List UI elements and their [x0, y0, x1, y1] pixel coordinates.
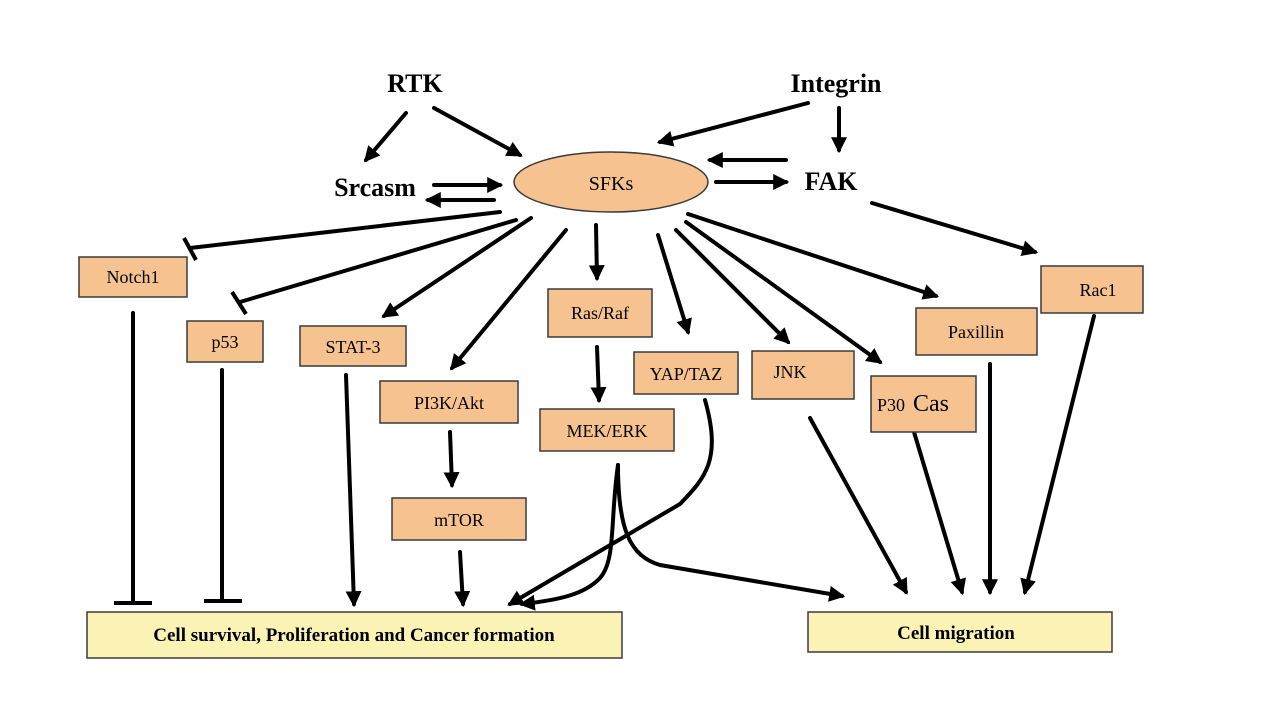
mek-erk-node: MEK/ERK: [539, 408, 675, 452]
yap-taz-label: YAP/TAZ: [650, 364, 723, 384]
arrow-p30cas-migration: [912, 430, 966, 596]
arrow-pi3k-mtor: [443, 430, 460, 489]
arrow-sfks-stat3: [381, 216, 533, 318]
mtor-label: mTOR: [434, 510, 484, 530]
notch1-label: Notch1: [107, 267, 160, 287]
sfks-label: SFKs: [589, 173, 634, 195]
arrow-rac1-migration: [1020, 314, 1096, 596]
survival-outcome-box: Cell survival, Proliferation and Cancer …: [86, 611, 623, 659]
arrow-integrin-sfks: [656, 101, 810, 147]
arrow-sfks-p30cas: [684, 220, 883, 364]
arrow-rasraf-mekerk: [590, 345, 607, 404]
arrow-mekerk-migration: [616, 463, 846, 602]
p30-text: P30: [877, 395, 905, 415]
stat3-node: STAT-3: [299, 325, 407, 367]
arrow-mekerk-survival: [518, 463, 620, 611]
paxillin-node: Paxillin: [915, 307, 1038, 356]
cas-text: Cas: [913, 391, 949, 417]
migration-outcome-box: Cell migration: [807, 611, 1113, 653]
arrow-rtk-srcasm: [363, 111, 408, 163]
pi3k-akt-label: PI3K/Akt: [414, 393, 484, 413]
edges: [344, 101, 1096, 611]
mek-erk-label: MEK/ERK: [567, 421, 648, 441]
arrow-fak-rac1: [870, 201, 1039, 256]
p53-node: p53: [186, 320, 264, 363]
jnk-label: JNK: [773, 362, 806, 382]
arrow-rtk-sfks: [432, 106, 523, 157]
inhibit-sfks-notch1-line: [188, 210, 502, 250]
arrow-yaptaz-survival: [507, 398, 714, 606]
paxillin-label: Paxillin: [948, 322, 1004, 342]
arrow-mtor-survival: [454, 550, 471, 608]
arrow-jnk-migration: [808, 416, 908, 595]
p30-cas-node: P30 Cas: [870, 375, 977, 433]
jnk-node: JNK: [751, 350, 855, 400]
inhibit-sfks-p53-bar: [230, 290, 248, 316]
srcasm-label: Srcasm: [334, 173, 416, 202]
fak-label: FAK: [805, 167, 859, 196]
notch1-node: Notch1: [78, 256, 188, 298]
ras-raf-label: Ras/Raf: [571, 303, 629, 323]
inhibit-sfks-p53-line: [238, 218, 518, 304]
arrow-sfks-pi3k: [449, 228, 568, 371]
rac1-node: Rac1: [1040, 265, 1144, 314]
pi3k-akt-node: PI3K/Akt: [379, 380, 519, 424]
mtor-node: mTOR: [391, 497, 527, 541]
inhibition-edges: [114, 210, 518, 605]
migration-outcome-label: Cell migration: [897, 623, 1015, 644]
arrow-sfks-paxillin: [686, 212, 940, 300]
rac1-label: Rac1: [1080, 280, 1117, 300]
arrow-sfks-yaptaz: [656, 233, 692, 336]
survival-outcome-label: Cell survival, Proliferation and Cancer …: [153, 625, 555, 646]
p30-cas-label: P30 Cas: [877, 391, 949, 417]
arrow-sfks-jnk: [674, 228, 791, 345]
yap-taz-node: YAP/TAZ: [633, 351, 739, 395]
p53-label: p53: [212, 332, 239, 352]
stat3-label: STAT-3: [326, 337, 381, 357]
arrow-stat3-survival: [344, 373, 362, 608]
integrin-label: Integrin: [791, 69, 883, 98]
arrow-sfks-rasraf: [588, 223, 605, 282]
sfks-node: SFKs: [513, 151, 709, 213]
ras-raf-node: Ras/Raf: [547, 288, 653, 338]
inhibit-sfks-notch1-bar: [182, 237, 198, 261]
rtk-label: RTK: [387, 69, 443, 98]
